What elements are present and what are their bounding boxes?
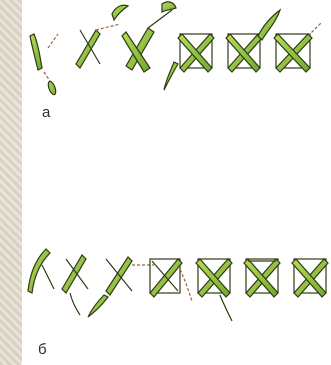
stitch-stage-4 xyxy=(164,34,214,90)
stitch-b-stage-5 xyxy=(196,259,232,321)
label-a: а xyxy=(42,104,50,121)
stitch-stage-3 xyxy=(122,2,176,72)
stitch-row-b: б xyxy=(22,225,331,365)
stitch-b-stage-6 xyxy=(244,259,280,297)
textured-side-frame xyxy=(0,0,22,365)
illustration-panel: а xyxy=(22,0,331,365)
stitch-b-stage-2 xyxy=(62,255,88,315)
stitch-stage-2 xyxy=(76,5,128,68)
stitch-b-stage-4 xyxy=(150,259,192,301)
stitch-row-a: а xyxy=(22,0,331,110)
stitch-row-b-drawing xyxy=(22,225,331,335)
stitch-b-stage-7 xyxy=(292,259,328,297)
stitch-stage-6 xyxy=(274,22,322,72)
stitch-b-stage-1 xyxy=(28,249,54,293)
stitch-b-stage-3 xyxy=(88,257,154,317)
stitch-stage-1 xyxy=(30,34,58,96)
stitch-row-a-drawing xyxy=(22,0,331,110)
stitch-stage-5 xyxy=(226,10,280,72)
label-b: б xyxy=(38,341,47,358)
